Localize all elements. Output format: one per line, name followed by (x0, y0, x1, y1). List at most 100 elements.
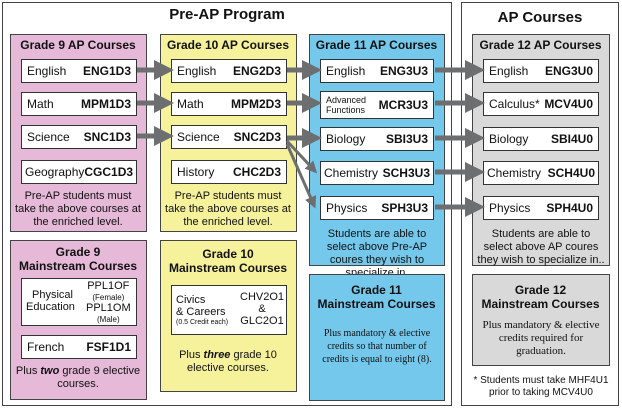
course-code: SNC1D3 (83, 130, 131, 144)
civics-label: Civics & Careers (0.5 Credit each) (176, 294, 228, 327)
course-code: SCH4U0 (547, 166, 595, 180)
course-code: MCV4U0 (544, 97, 593, 111)
course-name: Calculus* (489, 97, 540, 111)
grade12-course-physics: Physics SPH4U0 (483, 196, 599, 220)
course-name: Math (27, 97, 54, 111)
grade10-mainstream-title: Grade 10 Mainstream Courses (161, 247, 295, 275)
note-emphasis: three (203, 349, 231, 361)
course-code: MCR3U3 (378, 98, 428, 112)
grade11-mainstream-column: Grade 11 Mainstream Courses Plus mandato… (309, 274, 445, 401)
grade11-course-advanced-functions: Advanced Functions MCR3U3 (320, 91, 434, 119)
course-name: History (177, 165, 215, 179)
grade12-course-calculus: Calculus* MCV4U0 (483, 92, 599, 116)
physed-code-male-note: (Male) (96, 315, 120, 324)
grade11-course-physics: Physics SPH3U3 (320, 196, 434, 220)
course-code: CGC1D3 (84, 165, 134, 179)
grade12-ap-title: Grade 12 AP Courses (479, 38, 602, 52)
course-name: Biology (489, 132, 529, 146)
title-line2: Mainstream Courses (168, 261, 288, 275)
grade12-mainstream-column: Grade 12 Mainstream Courses Plus mandato… (472, 274, 610, 366)
grade12-ap-note: Students are able to select above AP cou… (477, 228, 605, 266)
course-code: ENG2D3 (232, 64, 281, 78)
course-name: English (177, 64, 217, 78)
note-text: grade 9 elective courses. (57, 365, 141, 390)
grade11-mainstream-note: Plus mandatory & elective credits so tha… (322, 328, 432, 365)
grade9-mainstream-column: Grade 9 Mainstream Courses Physical Educ… (10, 240, 147, 400)
course-code: FSF1D1 (86, 340, 131, 354)
title-line1: Grade 10 (202, 247, 254, 261)
grade12-course-chemistry: Chemistry SCH4U0 (483, 161, 599, 185)
title-line1: Grade 11 (351, 283, 402, 297)
course-name: Advanced Functions (326, 95, 367, 115)
note-text: Plus (15, 365, 41, 377)
course-name: Geography (25, 165, 85, 179)
grade12-mainstream-title: Grade 12 Mainstream Courses (473, 283, 608, 311)
grade10-mainstream-column: Grade 10 Mainstream Courses Civics & Car… (160, 240, 297, 392)
grade9-course-science: Science SNC1D3 (21, 125, 137, 149)
grade9-course-math: Math MPM1D3 (21, 92, 137, 116)
course-name: English (489, 64, 529, 78)
course-name: Math (177, 97, 204, 111)
physed-code-female: PPL1OF (87, 280, 130, 292)
grade12-course-english: English ENG3U0 (483, 59, 599, 83)
grade10-ap-column: Grade 10 AP Courses English ENG2D3 Math … (160, 34, 297, 232)
note-text: grade 10 elective courses. (187, 349, 277, 374)
course-name: Biology (326, 132, 366, 146)
grade9-ap-column: Grade 9 AP Courses English ENG1D3 Math M… (10, 34, 147, 232)
title-line1: Grade 9 (55, 245, 101, 259)
civics-label-line1: Civics (176, 294, 206, 306)
ap-courses-title: AP Courses (497, 9, 583, 26)
preap-program-title: Pre-AP Program (169, 6, 285, 23)
course-code: SBI4U0 (550, 132, 593, 146)
calculus-footnote: * Students must take MHF4U1 prior to tak… (473, 375, 609, 398)
grade10-mainstream-note: Plus three grade 10 elective courses. (165, 349, 291, 375)
title-line2: Mainstream Courses (317, 297, 436, 311)
note-emphasis: two (40, 365, 60, 377)
course-name: Chemistry (487, 166, 542, 180)
grade11-course-biology: Biology SBI3U3 (320, 127, 434, 151)
course-code: SNC2D3 (233, 130, 281, 144)
grade10-course-history: History CHC2D3 (171, 160, 287, 184)
physed-codes: PPL1OF (Female) PPL1OM (Male) (86, 281, 131, 325)
grade11-ap-column: Grade 11 AP Courses English ENG3U3 Advan… (309, 34, 445, 279)
civics-amp: & (258, 303, 266, 315)
grade11-mainstream-title: Grade 11 Mainstream Courses (310, 283, 443, 311)
grade11-ap-note: Students are able to select above Pre-AP… (326, 228, 428, 279)
grade10-civics-box: Civics & Careers (0.5 Credit each) CHV2O… (171, 285, 287, 335)
grade9-course-geography: Geography CGC1D3 (21, 160, 137, 184)
course-name: English (326, 64, 366, 78)
physed-code-male: PPL1OM (86, 302, 131, 314)
grade12-course-biology: Biology SBI4U0 (483, 127, 599, 151)
course-code: SCH3U3 (382, 166, 430, 180)
grade9-ap-note: Pre-AP students must take the above cour… (15, 190, 141, 228)
grade10-course-english: English ENG2D3 (171, 59, 287, 83)
grade11-course-chemistry: Chemistry SCH3U3 (320, 161, 434, 185)
physed-label-line2: Education (26, 301, 75, 313)
course-name: Physics (489, 201, 531, 215)
grade10-course-math: Math MPM2D3 (171, 92, 287, 116)
course-code: MPM2D3 (230, 97, 281, 111)
grade12-ap-column: Grade 12 AP Courses English ENG3U0 Calcu… (472, 34, 610, 266)
course-name: Chemistry (324, 166, 379, 180)
grade9-course-english: English ENG1D3 (21, 59, 137, 83)
grade10-course-science: Science SNC2D3 (171, 125, 287, 149)
course-name: Science (177, 130, 220, 144)
course-code: MPM1D3 (80, 97, 131, 111)
course-name: Science (27, 130, 70, 144)
course-code: ENG3U3 (379, 64, 428, 78)
title-line2: Mainstream Courses (18, 259, 138, 273)
grade9-ap-title: Grade 9 AP Courses (20, 38, 136, 52)
course-name: English (27, 64, 67, 78)
grade9-mainstream-title: Grade 9 Mainstream Courses (11, 245, 145, 273)
civics-credit-note: (0.5 Credit each) (176, 319, 229, 326)
course-code: ENG1D3 (82, 64, 131, 78)
grade11-ap-title: Grade 11 AP Courses (315, 38, 438, 52)
physed-label-line1: Physical (32, 289, 73, 301)
civics-code2: GLC2O1 (240, 315, 284, 327)
grade12-mainstream-note: Plus mandatory & elective credits requir… (482, 319, 600, 357)
grade9-mainstream-note: Plus two grade 9 elective courses. (15, 365, 141, 391)
course-name: French (27, 340, 65, 354)
civics-code1: CHV2O1 (240, 291, 285, 303)
course-code: SPH3U3 (381, 201, 428, 215)
